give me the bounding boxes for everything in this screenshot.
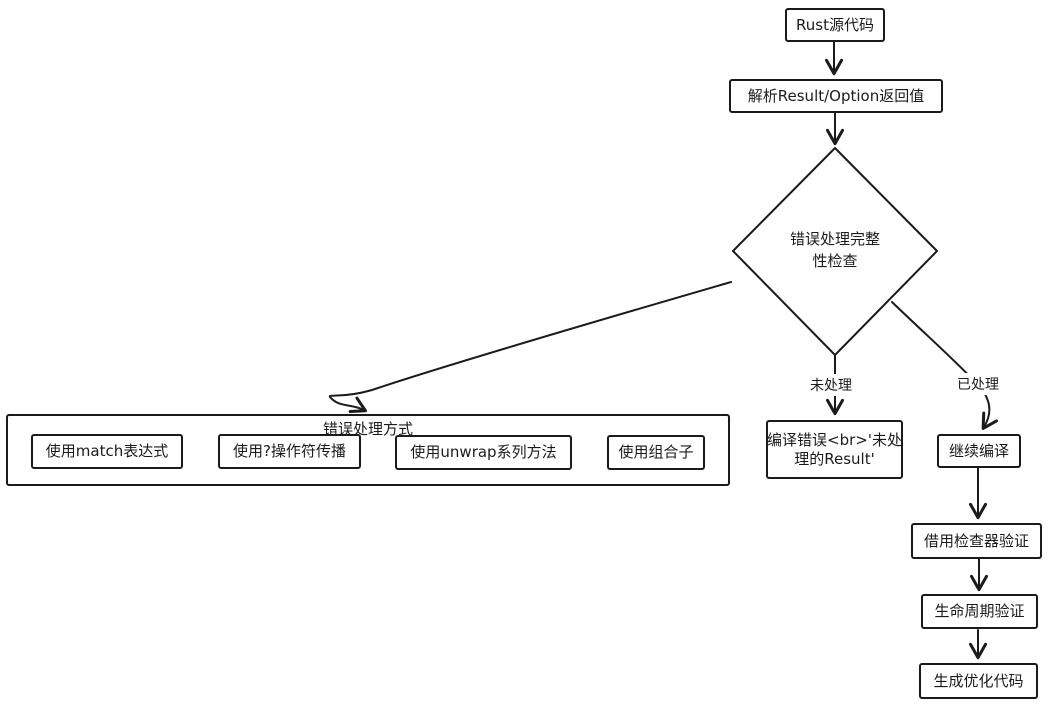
edge-label-handled: 已处理 xyxy=(953,373,1003,395)
node-codegen: 生成优化代码 xyxy=(919,663,1038,699)
node-use-combinator: 使用组合子 xyxy=(607,435,705,470)
node-compile-error: 编译错误<br>'未处 理的Result' xyxy=(766,420,903,479)
node-rust-source-label: Rust源代码 xyxy=(796,15,874,34)
decision-error-check-label: 错误处理完整 性检查 xyxy=(760,228,910,274)
node-compile-error-line2: 理的Result' xyxy=(794,449,875,468)
node-parse-result-option-label: 解析Result/Option返回值 xyxy=(747,86,925,105)
node-lifetime-check: 生命周期验证 xyxy=(921,594,1038,629)
node-use-unwrap: 使用unwrap系列方法 xyxy=(395,435,572,470)
node-use-combinator-label: 使用组合子 xyxy=(618,443,694,462)
node-continue-compile: 继续编译 xyxy=(937,434,1021,468)
node-use-match: 使用match表达式 xyxy=(31,434,183,469)
node-use-question-operator-label: 使用?操作符传播 xyxy=(233,442,346,461)
node-borrow-checker-label: 借用检查器验证 xyxy=(923,531,1029,550)
decision-label-line2: 性检查 xyxy=(812,252,858,270)
edge-label-unhandled: 未处理 xyxy=(806,374,856,396)
node-rust-source: Rust源代码 xyxy=(785,8,885,42)
node-borrow-checker: 借用检查器验证 xyxy=(911,523,1042,559)
node-lifetime-check-label: 生命周期验证 xyxy=(934,602,1025,621)
edge-decision-methods xyxy=(329,281,732,413)
node-compile-error-line1: 编译错误<br>'未处 xyxy=(767,430,902,449)
decision-label-line1: 错误处理完整 xyxy=(789,230,880,249)
node-use-question-operator: 使用?操作符传播 xyxy=(218,434,361,469)
node-codegen-label: 生成优化代码 xyxy=(933,671,1024,690)
node-continue-compile-label: 继续编译 xyxy=(948,441,1009,460)
edge-decision-continue xyxy=(891,301,998,430)
node-use-unwrap-label: 使用unwrap系列方法 xyxy=(410,443,557,462)
node-parse-result-option: 解析Result/Option返回值 xyxy=(729,79,943,113)
node-use-match-label: 使用match表达式 xyxy=(45,442,169,461)
group-error-handling-methods-title: 错误处理方式 xyxy=(322,420,413,438)
